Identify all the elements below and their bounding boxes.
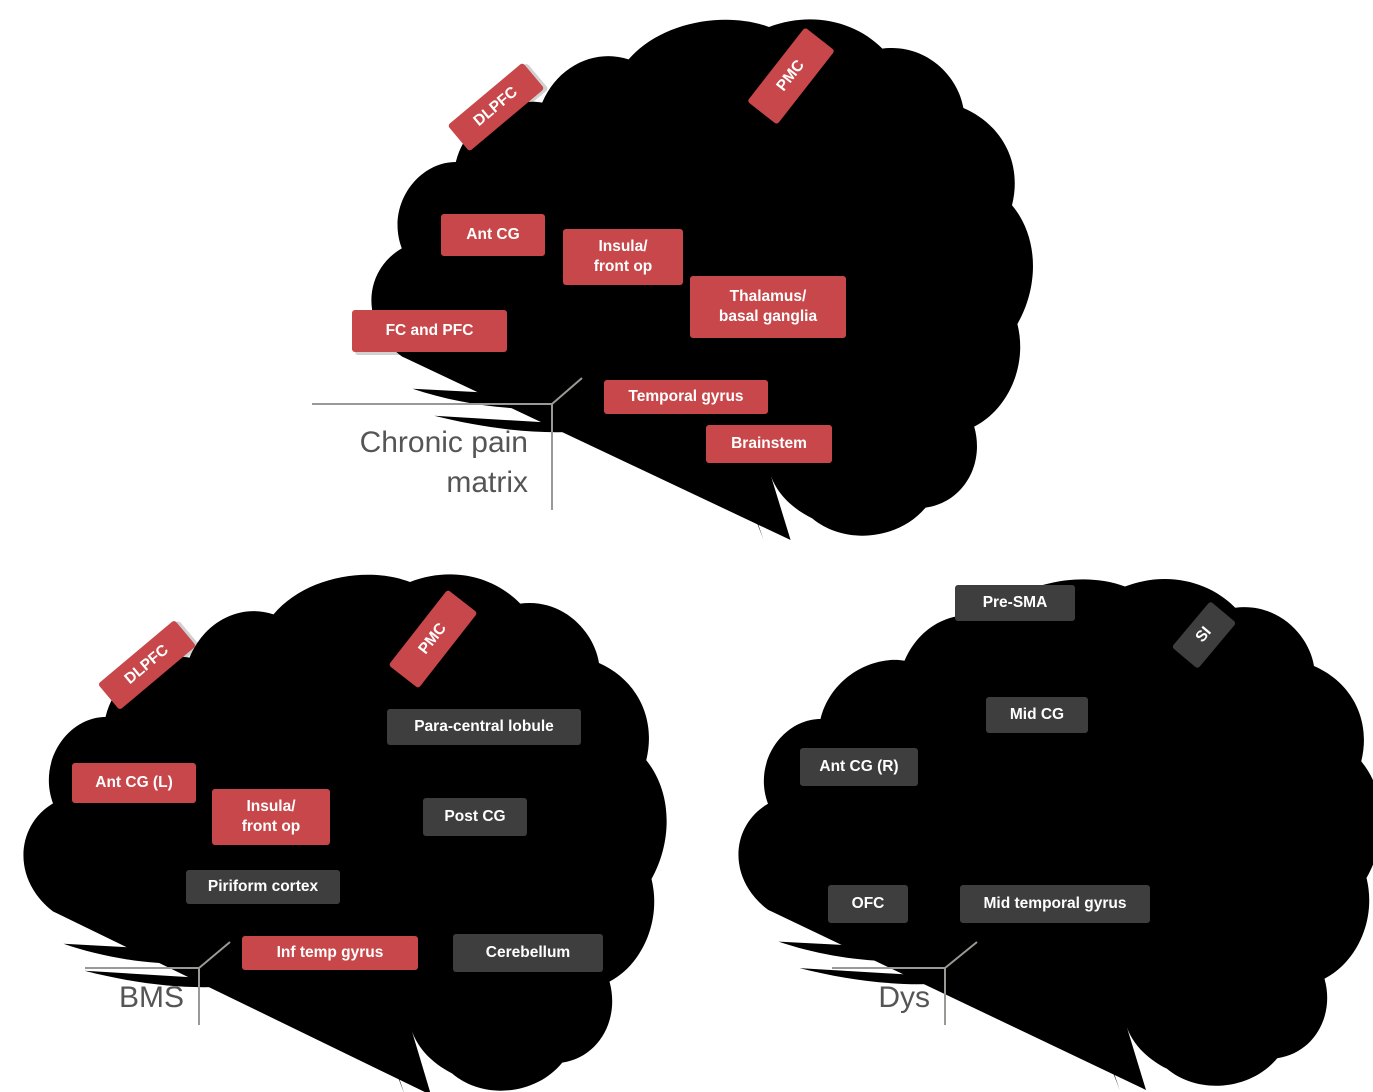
tag-bms-ant-cg-l: Ant CG (L) <box>72 763 196 803</box>
tag-bms-piriform: Piriform cortex <box>186 870 340 904</box>
tag-chronic-ant-cg: Ant CG <box>441 214 545 256</box>
tag-dys-pre-sma: Pre-SMA <box>955 585 1075 621</box>
tag-bms-post-cg: Post CG <box>423 798 527 836</box>
tag-dys-mid-temp: Mid temporal gyrus <box>960 885 1150 923</box>
title-dys: Dys <box>830 978 930 1018</box>
tag-chronic-insula: Insula/ front op <box>563 229 683 285</box>
tag-chronic-thalamus: Thalamus/ basal ganglia <box>690 276 846 338</box>
tag-dys-ant-cg-r: Ant CG (R) <box>800 748 918 786</box>
tag-bms-insula: Insula/ front op <box>212 789 330 845</box>
tag-bms-cerebellum: Cerebellum <box>453 934 603 972</box>
tag-dys-ofc: OFC <box>828 885 908 923</box>
tag-bms-paracentral: Para-central lobule <box>387 709 581 745</box>
tag-dys-mid-cg: Mid CG <box>986 697 1088 733</box>
tag-bms-inf-temp: Inf temp gyrus <box>242 936 418 970</box>
tag-chronic-fc-pfc: FC and PFC <box>352 310 507 352</box>
title-chronic-pain: Chronic pain matrix <box>300 423 528 503</box>
tag-chronic-temporal: Temporal gyrus <box>604 380 768 414</box>
title-bms: BMS <box>80 978 184 1018</box>
tag-chronic-brainstem: Brainstem <box>706 425 832 463</box>
